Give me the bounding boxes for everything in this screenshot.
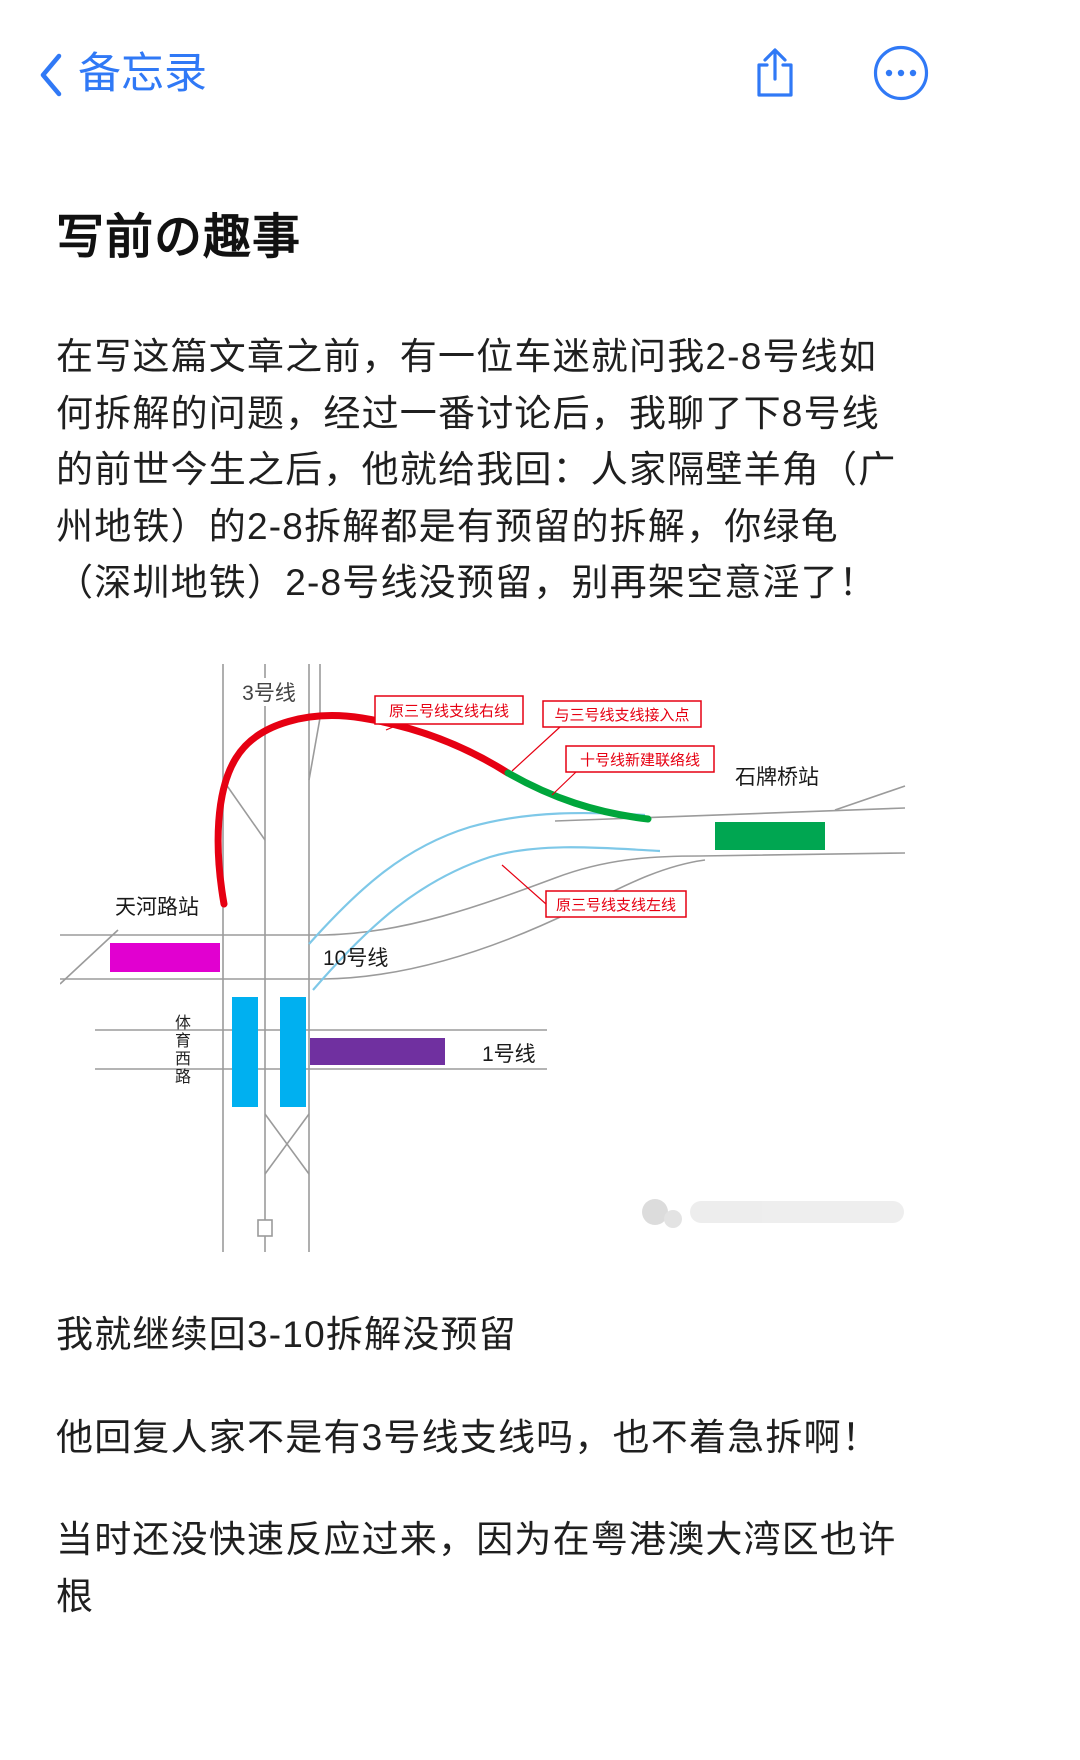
intro-paragraph: 在写这篇文章之前，有一位车迷就问我2-8号线如何拆解的问题，经过一番讨论后，我聊… bbox=[56, 336, 897, 604]
note-paragraph: 当时还没快速反应过来，因为在粤港澳大湾区也许根 bbox=[56, 1519, 897, 1617]
label-line3: 3号线 bbox=[242, 682, 296, 705]
metro-diagram-image[interactable]: 3号线 天河路站 10号线 石牌桥站 1号线 原三号线支线右线 与三号线支线接入… bbox=[59, 652, 920, 1267]
svg-text:与三号线支线接入点: 与三号线支线接入点 bbox=[554, 707, 689, 724]
tianhelu-platform bbox=[110, 943, 220, 973]
line3-branch-left-curves bbox=[308, 811, 661, 991]
metro-diagram-svg: 3号线 天河路站 10号线 石牌桥站 1号线 原三号线支线右线 与三号线支线接入… bbox=[59, 664, 906, 1253]
callout-new-link: 十号线新建联络线 bbox=[551, 745, 715, 796]
share-icon bbox=[757, 48, 793, 97]
nav-bar: 备忘录 bbox=[0, 0, 1080, 105]
svg-text:十号线新建联络线: 十号线新建联络线 bbox=[580, 752, 700, 769]
label-tianhelu: 天河路站 bbox=[115, 896, 199, 919]
label-line1: 1号线 bbox=[482, 1043, 536, 1066]
new-link-green-line bbox=[504, 769, 652, 823]
label-tiyuxilu: 体育西路 bbox=[172, 1014, 189, 1087]
note-title: 写前の趣事 bbox=[56, 211, 302, 264]
svg-text:原三号线支线左线: 原三号线支线左线 bbox=[556, 897, 676, 914]
nav-actions bbox=[752, 44, 930, 105]
line1-platform bbox=[310, 1038, 445, 1066]
callout-junction: 与三号线支线接入点 bbox=[511, 700, 702, 772]
label-shipaiqiao: 石牌桥站 bbox=[735, 766, 819, 789]
callout-left-branch: 原三号线支线左线 bbox=[501, 864, 687, 918]
tiyuxilu-platform-1 bbox=[232, 997, 258, 1108]
line10-tracks bbox=[59, 852, 906, 985]
share-button[interactable] bbox=[752, 46, 798, 103]
back-label: 备忘录 bbox=[78, 50, 207, 98]
more-button[interactable] bbox=[872, 44, 930, 105]
note-paragraph: 他回复人家不是有3号线支线吗，也不着急拆啊！ bbox=[56, 1416, 880, 1458]
wechat-watermark-icon bbox=[642, 1199, 904, 1229]
label-backdrop bbox=[233, 678, 305, 707]
back-button[interactable]: 备忘录 bbox=[38, 52, 207, 98]
shipaiqiao-platform bbox=[715, 822, 825, 851]
note-body: 写前の趣事 在写这篇文章之前，有一位车迷就问我2-8号线如何拆解的问题，经过一番… bbox=[0, 197, 1080, 1745]
tiyuxilu-platform-2 bbox=[280, 997, 306, 1108]
track-end-marker bbox=[257, 1219, 273, 1237]
line3-branch-right-red-line bbox=[214, 712, 512, 908]
callout-right-branch: 原三号线支线右线 bbox=[374, 695, 524, 731]
ellipsis-icon bbox=[873, 45, 929, 101]
line1-tracks bbox=[95, 1029, 547, 1070]
back-chevron-icon bbox=[40, 53, 62, 96]
shipaiqiao-tracks bbox=[554, 785, 906, 822]
svg-text:原三号线支线右线: 原三号线支线右线 bbox=[389, 703, 509, 720]
line3-tracks bbox=[222, 664, 321, 1253]
label-line10: 10号线 bbox=[323, 947, 388, 970]
note-paragraph: 我就继续回3-10拆解没预留 bbox=[56, 1314, 517, 1356]
